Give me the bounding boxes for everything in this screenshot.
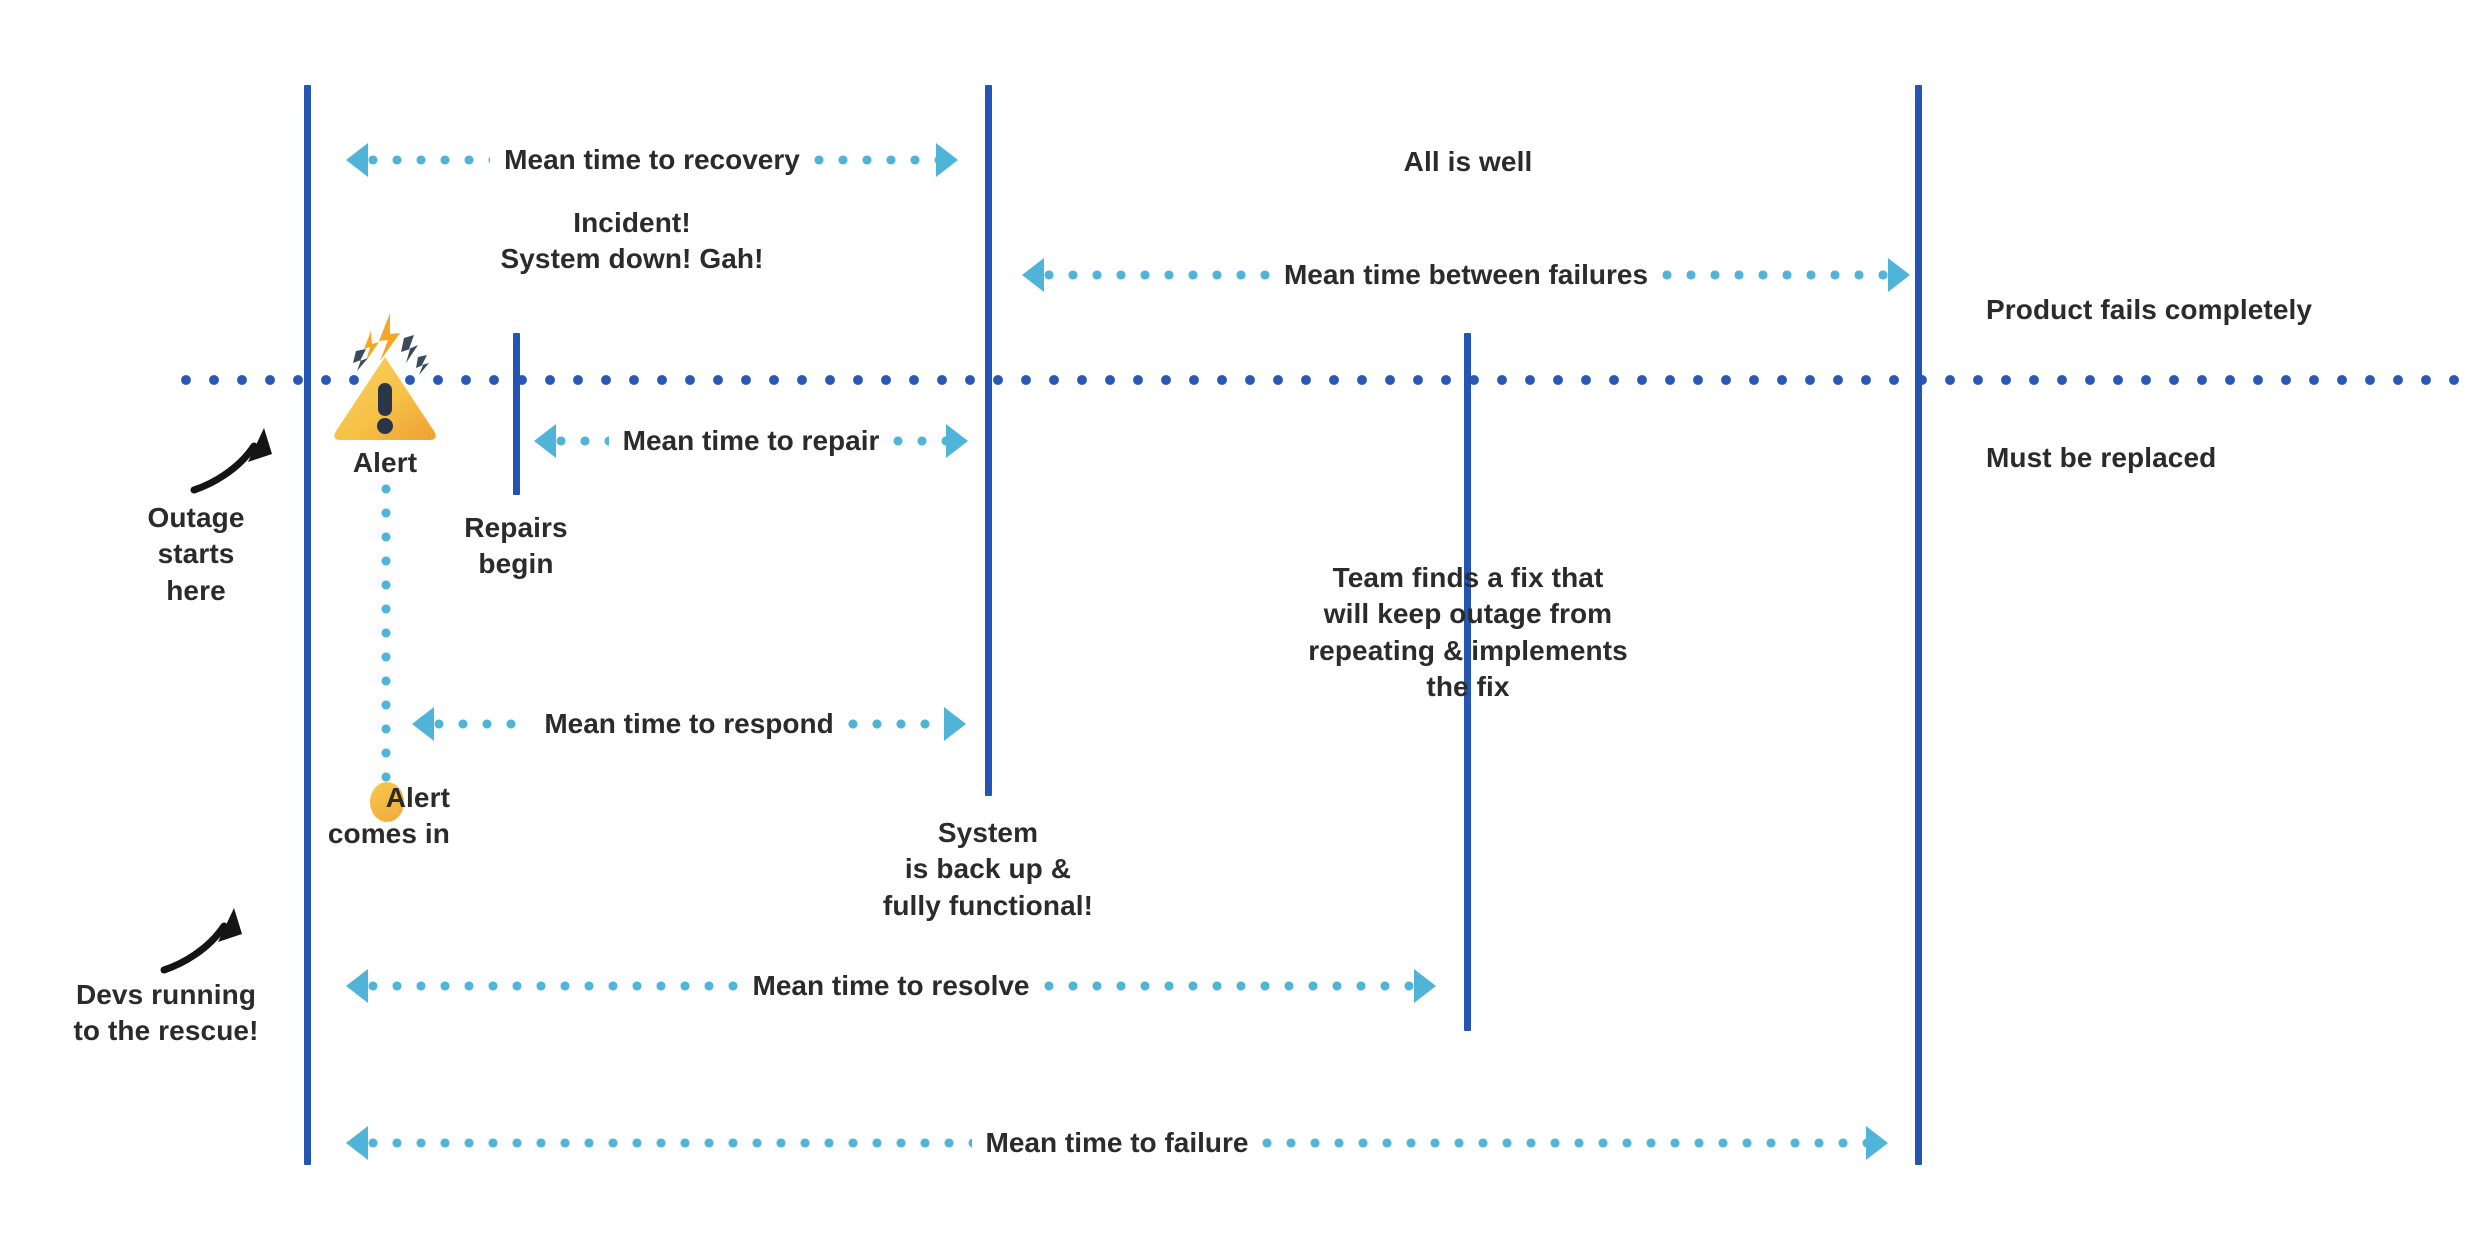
annotation-outage-line2: starts [157,538,235,570]
timeline-marker-product-fails [1915,85,1922,1165]
arrow-dots-right [1262,1138,1866,1148]
measure-mean-time-to-repair: Mean time to repair [534,424,969,458]
curved-arrow-icon-outage [186,418,286,498]
timeline-horizontal-dotted-line [180,374,2466,386]
timeline-marker-system-back-up [985,85,992,796]
arrow-dots-left [434,719,531,729]
timeline-marker-repairs-begin [513,333,520,495]
event-repairs-begin-line2: begin [478,548,554,580]
annotation-devs-running: Devs running to the rescue! [26,977,306,1050]
arrow-dots-right [893,436,947,446]
measure-label: Mean time to failure [985,1127,1249,1158]
event-must-be-replaced: Must be replaced [1986,442,2217,473]
arrow-head-right-icon [936,143,959,177]
event-alert-comes-in-line1: Alert [385,782,450,813]
event-team-fix-line3: repeating & implements [1308,634,1628,666]
alert-vertical-dotted-connector [381,484,391,796]
measure-mean-time-to-resolve: Mean time to resolve [346,969,1437,1003]
event-team-fix-line1: Team finds a fix that [1332,562,1604,593]
arrow-dots-left [1044,270,1270,280]
event-system-line3: fully functional! [882,889,1094,921]
annotation-outage-starts-here: Outage starts here [86,500,306,609]
timeline-marker-outage-start [304,85,311,1165]
event-alert-comes-in-line2: comes in [327,818,450,850]
measure-label: Mean time to resolve [752,970,1030,1001]
event-incident-line1: Incident! [573,207,691,238]
measure-label: Mean time to repair [622,425,880,456]
event-team-fix-line4: the fix [1426,671,1510,703]
measure-mean-time-to-respond: Mean time to respond [412,707,966,741]
arrow-dots-left [556,436,609,446]
arrow-dots-left [368,155,491,165]
event-incident: Incident! System down! Gah! [422,205,842,278]
measure-mean-time-to-recovery: Mean time to recovery [346,143,959,177]
arrow-head-left-icon [346,143,368,177]
event-incident-line2: System down! Gah! [500,243,764,275]
event-team-fix-line2: will keep outage from [1323,598,1613,630]
event-repairs-begin-line1: Repairs [464,512,568,543]
annotation-outage-line1: Outage [147,502,245,533]
arrow-dots-left [368,1138,972,1148]
arrow-dots-left [368,981,739,991]
arrow-head-right-icon [946,424,969,458]
arrow-dots-right [1043,981,1415,991]
arrow-head-left-icon [412,707,434,741]
alert-triangle-icon [330,305,440,440]
arrow-dots-right [847,719,944,729]
measure-mean-time-between-failures: Mean time between failures [1022,258,1911,292]
event-alert-comes-in: Alert comes in [250,780,450,853]
annotation-devs-line1: Devs running [75,979,257,1010]
event-alert-label: Alert [352,447,418,478]
arrow-head-right-icon [1888,258,1911,292]
arrow-dots-right [1662,270,1889,280]
alert-dot-marker [370,782,404,822]
arrow-head-left-icon [346,969,368,1003]
arrow-head-left-icon [1022,258,1044,292]
event-all-is-well: All is well [1403,146,1533,177]
measure-label: Mean time to respond [544,708,834,739]
measure-label: Mean time between failures [1283,259,1649,290]
timeline-marker-team-fix [1464,333,1471,1031]
measure-label: Mean time to recovery [504,144,800,175]
measure-mean-time-to-failure: Mean time to failure [346,1126,1888,1160]
event-system-line1: System [937,817,1039,848]
event-team-finds-a-fix: Team finds a fix that will keep outage f… [1258,560,1678,706]
arrow-head-left-icon [346,1126,368,1160]
event-system-line2: is back up & [904,853,1072,885]
curved-arrow-icon-devs [156,898,256,978]
arrow-dots-right [813,155,937,165]
event-repairs-begin: Repairs begin [386,510,646,583]
arrow-head-right-icon [944,707,966,741]
event-product-fails-completely: Product fails completely [1986,294,2313,325]
arrow-head-right-icon [1866,1126,1888,1160]
annotation-devs-line2: to the rescue! [73,1015,259,1047]
event-system-back-up: System is back up & fully functional! [798,815,1178,924]
arrow-head-left-icon [534,424,556,458]
annotation-outage-line3: here [166,574,226,606]
arrow-head-right-icon [1414,969,1437,1003]
